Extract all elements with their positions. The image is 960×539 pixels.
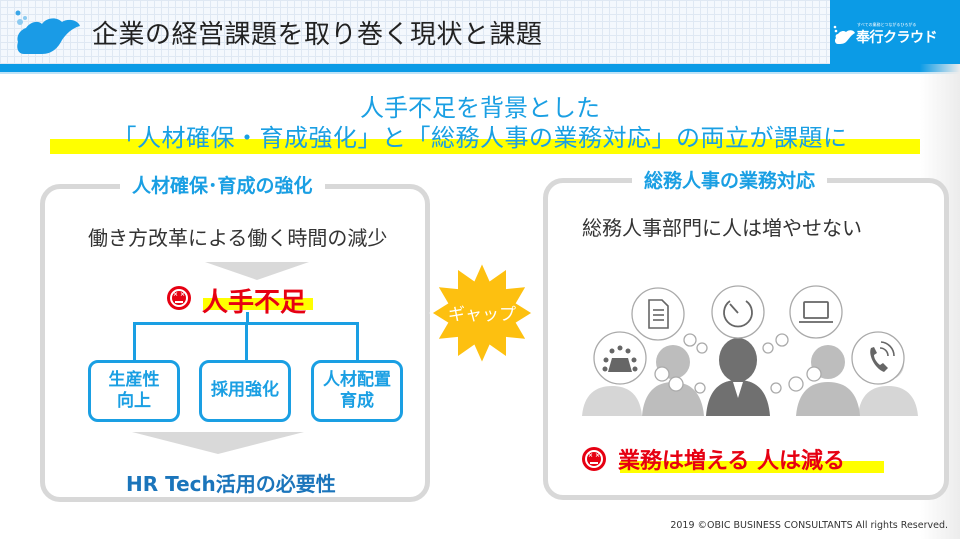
- tree-connector: [356, 322, 359, 362]
- tree-connector: [133, 322, 136, 362]
- panel-talent-title: 人材確保･育成の強化: [120, 171, 325, 198]
- cloud-logo-icon: [15, 10, 80, 54]
- issue-box-placement: 人材配置 育成: [311, 360, 403, 422]
- issue-box-recruiting: 採用強化: [199, 360, 291, 422]
- lead-line-2: 「人材確保・育成強化」と「総務人事の業務対応」の両立が課題に: [112, 124, 848, 152]
- brand-tagline: すべての業務とつながるひろがる: [857, 22, 917, 27]
- brand-cloud-icon: [833, 25, 855, 44]
- document-icon: [648, 299, 669, 329]
- timer-icon: [723, 300, 753, 328]
- header-divider-thin: [0, 72, 960, 74]
- page-title: 企業の経営課題を取り巻く現状と課題: [92, 20, 543, 50]
- tree-connector: [246, 312, 249, 324]
- laptop-icon: [799, 301, 833, 323]
- issue-box-productivity: 生産性 向上: [88, 360, 180, 422]
- lead-highlight: [50, 139, 920, 154]
- tree-connector: [245, 322, 248, 362]
- busy-staff-illustration: [582, 285, 918, 416]
- gap-starburst-icon: [429, 259, 535, 367]
- gap-label: ギャップ: [448, 305, 516, 325]
- brand-name: 奉行クラウド: [856, 30, 938, 46]
- issue-box-label: 向上: [117, 391, 151, 411]
- hr-tech-conclusion: HR Tech活用の必要性: [126, 472, 336, 496]
- header: [0, 0, 960, 64]
- distressed-face-icon: × ×: [167, 286, 191, 310]
- issue-box-label: 育成: [340, 391, 374, 411]
- panel-admin-subtext: 総務人事部門に人は増やせない: [582, 216, 862, 240]
- panel-talent-subtext: 働き方改革による働く時間の減少: [88, 226, 388, 250]
- down-arrow-icon: [205, 262, 309, 280]
- shortage-highlight: [203, 298, 313, 310]
- phone-icon: [870, 341, 895, 372]
- distressed-face-icon: × ×: [582, 447, 606, 471]
- lead-line-1: 人手不足を背景とした: [360, 94, 600, 122]
- meeting-icon: [602, 345, 638, 372]
- issue-box-label: 人材配置: [323, 369, 391, 390]
- issue-box-label: 採用強化: [211, 380, 279, 401]
- workload-highlight: [620, 461, 884, 473]
- header-divider: [0, 64, 960, 72]
- labor-shortage-alert: 人手不足: [202, 288, 307, 318]
- workload-alert: 業務は増える 人は減る: [618, 449, 845, 474]
- issue-box-label: 生産性: [108, 369, 160, 390]
- down-arrow-icon: [132, 432, 304, 454]
- copyright: 2019 ©OBIC BUSINESS CONSULTANTS All righ…: [670, 520, 948, 531]
- panel-admin-title: 総務人事の業務対応: [632, 166, 828, 193]
